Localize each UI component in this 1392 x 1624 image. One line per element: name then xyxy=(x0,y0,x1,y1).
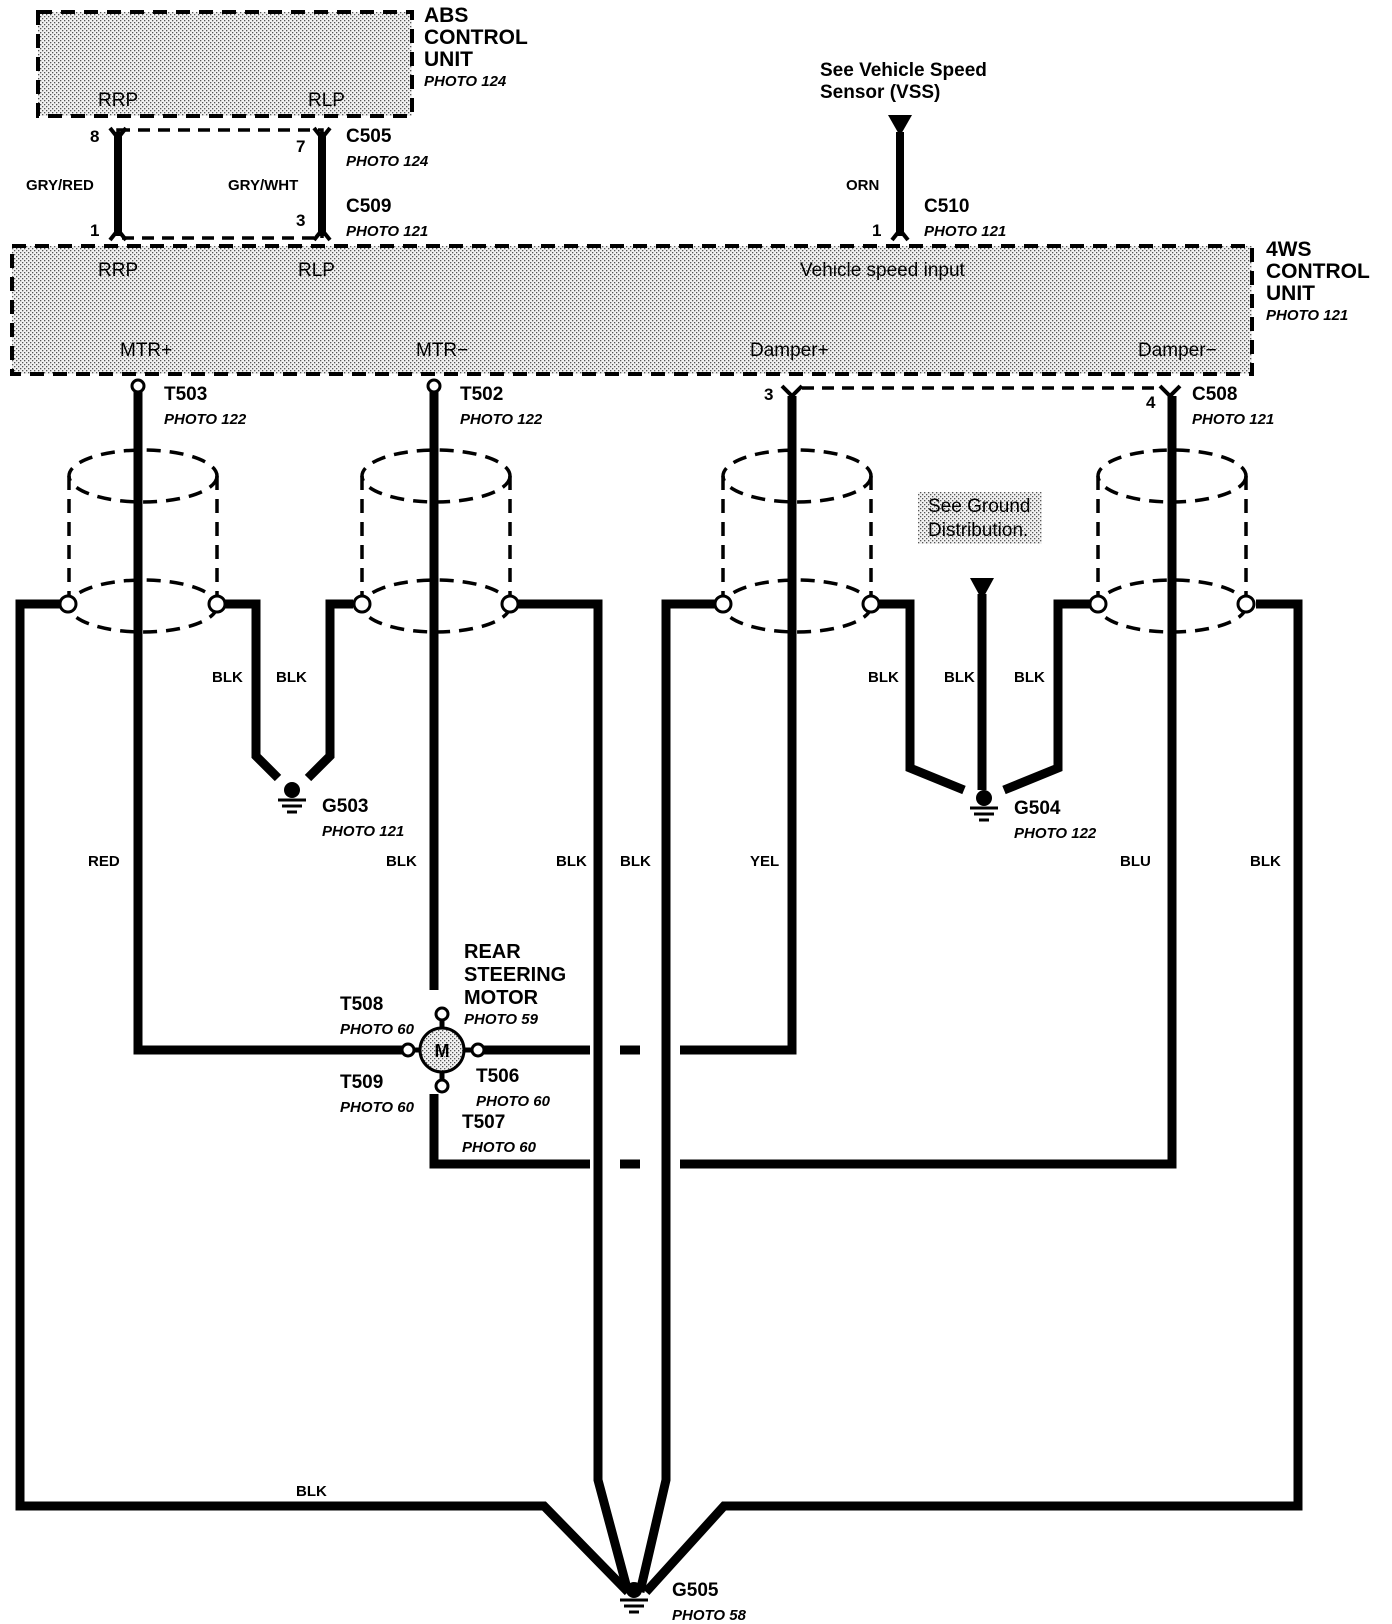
abs-terminal-rrp: RRP xyxy=(98,90,138,111)
vss-input: See Vehicle Speed Sensor (VSS) ORN 1 C51… xyxy=(820,60,1006,242)
shield-damper-plus xyxy=(721,448,873,634)
wire-label-blk: BLK xyxy=(556,853,587,870)
connector-t503-name: T503 xyxy=(164,384,207,405)
ground-g504-photo: PHOTO 122 xyxy=(1014,825,1097,842)
4ws-input-rlp: RLP xyxy=(298,260,335,281)
connector-c508-name: C508 xyxy=(1192,384,1237,405)
connector-t502-photo: PHOTO 122 xyxy=(460,411,543,428)
4ws-title-line-3: UNIT xyxy=(1266,282,1315,305)
4ws-output-mtr-minus: MTR− xyxy=(416,340,468,361)
connector-c509-photo: PHOTO 121 xyxy=(346,223,428,240)
connector-t502-name: T502 xyxy=(460,384,503,405)
rear-steering-motor: M REAR STEERING MOTOR PHOTO 59 T508 PHOT… xyxy=(340,941,566,1156)
wire-label-orn: ORN xyxy=(846,177,879,194)
connector-c509-name: C509 xyxy=(346,196,391,217)
connector-t508-photo: PHOTO 60 xyxy=(340,1021,415,1038)
connector-t507-name: T507 xyxy=(462,1112,505,1133)
wire-color-labels: BLK BLK BLK BLK BLK RED BLK BLK BLK YEL … xyxy=(88,669,1281,1500)
wire-label-yel: YEL xyxy=(750,853,779,870)
abs-title-line-3: UNIT xyxy=(424,48,473,71)
abs-title-line-1: ABS xyxy=(424,4,468,27)
ground-g504-name: G504 xyxy=(1014,798,1061,819)
connector-c508-photo: PHOTO 121 xyxy=(1192,411,1274,428)
ground-note-line-2: Distribution. xyxy=(928,520,1028,541)
connector-t509-photo: PHOTO 60 xyxy=(340,1099,415,1116)
wire-label-blk: BLK xyxy=(1014,669,1045,686)
wire-label-blk: BLK xyxy=(212,669,243,686)
wire-label-blk: BLK xyxy=(868,669,899,686)
connector-t503-photo: PHOTO 122 xyxy=(164,411,247,428)
ground-icon xyxy=(278,782,306,814)
vss-note-line-1: See Vehicle Speed xyxy=(820,60,987,81)
4ws-output-mtr-plus: MTR+ xyxy=(120,340,172,361)
vss-note-line-2: Sensor (VSS) xyxy=(820,82,940,103)
ground-icon xyxy=(620,1582,648,1614)
4ws-input-vehicle-speed: Vehicle speed input xyxy=(800,260,966,281)
ground-note-line-1: See Ground xyxy=(928,496,1030,517)
4ws-output-damper-plus: Damper+ xyxy=(750,340,829,361)
connector-c505-name: C505 xyxy=(346,126,392,147)
ground-g505-name: G505 xyxy=(672,1580,719,1601)
motor-symbol: M xyxy=(435,1041,450,1061)
wires xyxy=(15,392,1303,1596)
pin-3-c508: 3 xyxy=(764,385,773,404)
4ws-title-line-1: 4WS xyxy=(1266,238,1312,261)
ground-g505-photo: PHOTO 58 xyxy=(672,1607,747,1624)
wire-label-blk: BLK xyxy=(386,853,417,870)
motor-photo: PHOTO 59 xyxy=(464,1011,539,1028)
4ws-control-unit: RRP RLP Vehicle speed input MTR+ MTR− Da… xyxy=(10,238,1370,376)
wire-label-blk: BLK xyxy=(1250,853,1281,870)
wire-label-blu: BLU xyxy=(1120,853,1151,870)
connector-c510-name: C510 xyxy=(924,196,969,217)
motor-title-line-3: MOTOR xyxy=(464,987,539,1009)
ground-g503: G503 PHOTO 121 xyxy=(278,782,404,840)
pin-4-c508: 4 xyxy=(1146,393,1156,412)
4ws-input-rrp: RRP xyxy=(98,260,138,281)
pin-8: 8 xyxy=(90,127,99,146)
motor-title-line-2: STEERING xyxy=(464,964,566,986)
wire-label-red: RED xyxy=(88,853,120,870)
ground-distribution-note: See Ground Distribution. xyxy=(918,492,1042,544)
abs-title-line-2: CONTROL xyxy=(424,26,528,49)
wire-label-blk: BLK xyxy=(296,1483,327,1500)
abs-terminal-rlp: RLP xyxy=(308,90,345,111)
ground-icon xyxy=(970,790,998,822)
ground-g503-name: G503 xyxy=(322,796,368,817)
ground-g503-photo: PHOTO 121 xyxy=(322,823,404,840)
pin-3-c509: 3 xyxy=(296,211,305,230)
connector-c505-photo: PHOTO 124 xyxy=(346,153,429,170)
4ws-title-line-2: CONTROL xyxy=(1266,260,1370,283)
connector-t508-name: T508 xyxy=(340,994,383,1015)
wire-label-gry-red: GRY/RED xyxy=(26,177,94,194)
4ws-output-damper-minus: Damper− xyxy=(1138,340,1217,361)
connector-c510-photo: PHOTO 121 xyxy=(924,223,1006,240)
ground-g505: G505 PHOTO 58 xyxy=(620,1580,747,1624)
output-terminals: T503 PHOTO 122 T502 PHOTO 122 3 4 C508 P… xyxy=(130,378,1274,428)
abs-control-unit: RRP RLP ABS CONTROL UNIT PHOTO 124 xyxy=(36,4,528,118)
connector-t506-photo: PHOTO 60 xyxy=(476,1093,551,1110)
ground-g504: G504 PHOTO 122 xyxy=(970,790,1097,842)
pin-1-c509: 1 xyxy=(90,221,99,240)
wire-label-gry-wht: GRY/WHT xyxy=(228,177,298,194)
wire-label-blk: BLK xyxy=(944,669,975,686)
connector-t506-name: T506 xyxy=(476,1066,519,1087)
abs-photo: PHOTO 124 xyxy=(424,73,507,90)
motor-title-line-1: REAR xyxy=(464,941,521,963)
4ws-photo: PHOTO 121 xyxy=(1266,307,1348,324)
connector-t509-name: T509 xyxy=(340,1072,383,1093)
shield-drain-dots xyxy=(58,594,1256,614)
pin-1-c510: 1 xyxy=(872,221,881,240)
connector-t507-photo: PHOTO 60 xyxy=(462,1139,537,1156)
shield-mtr-plus xyxy=(67,448,219,634)
wire-label-blk: BLK xyxy=(276,669,307,686)
pin-7: 7 xyxy=(296,137,305,156)
wire-label-blk: BLK xyxy=(620,853,651,870)
abs-to-4ws-wires: 8 7 1 3 GRY/RED GRY/WHT C505 PHOTO 124 C… xyxy=(26,126,429,242)
